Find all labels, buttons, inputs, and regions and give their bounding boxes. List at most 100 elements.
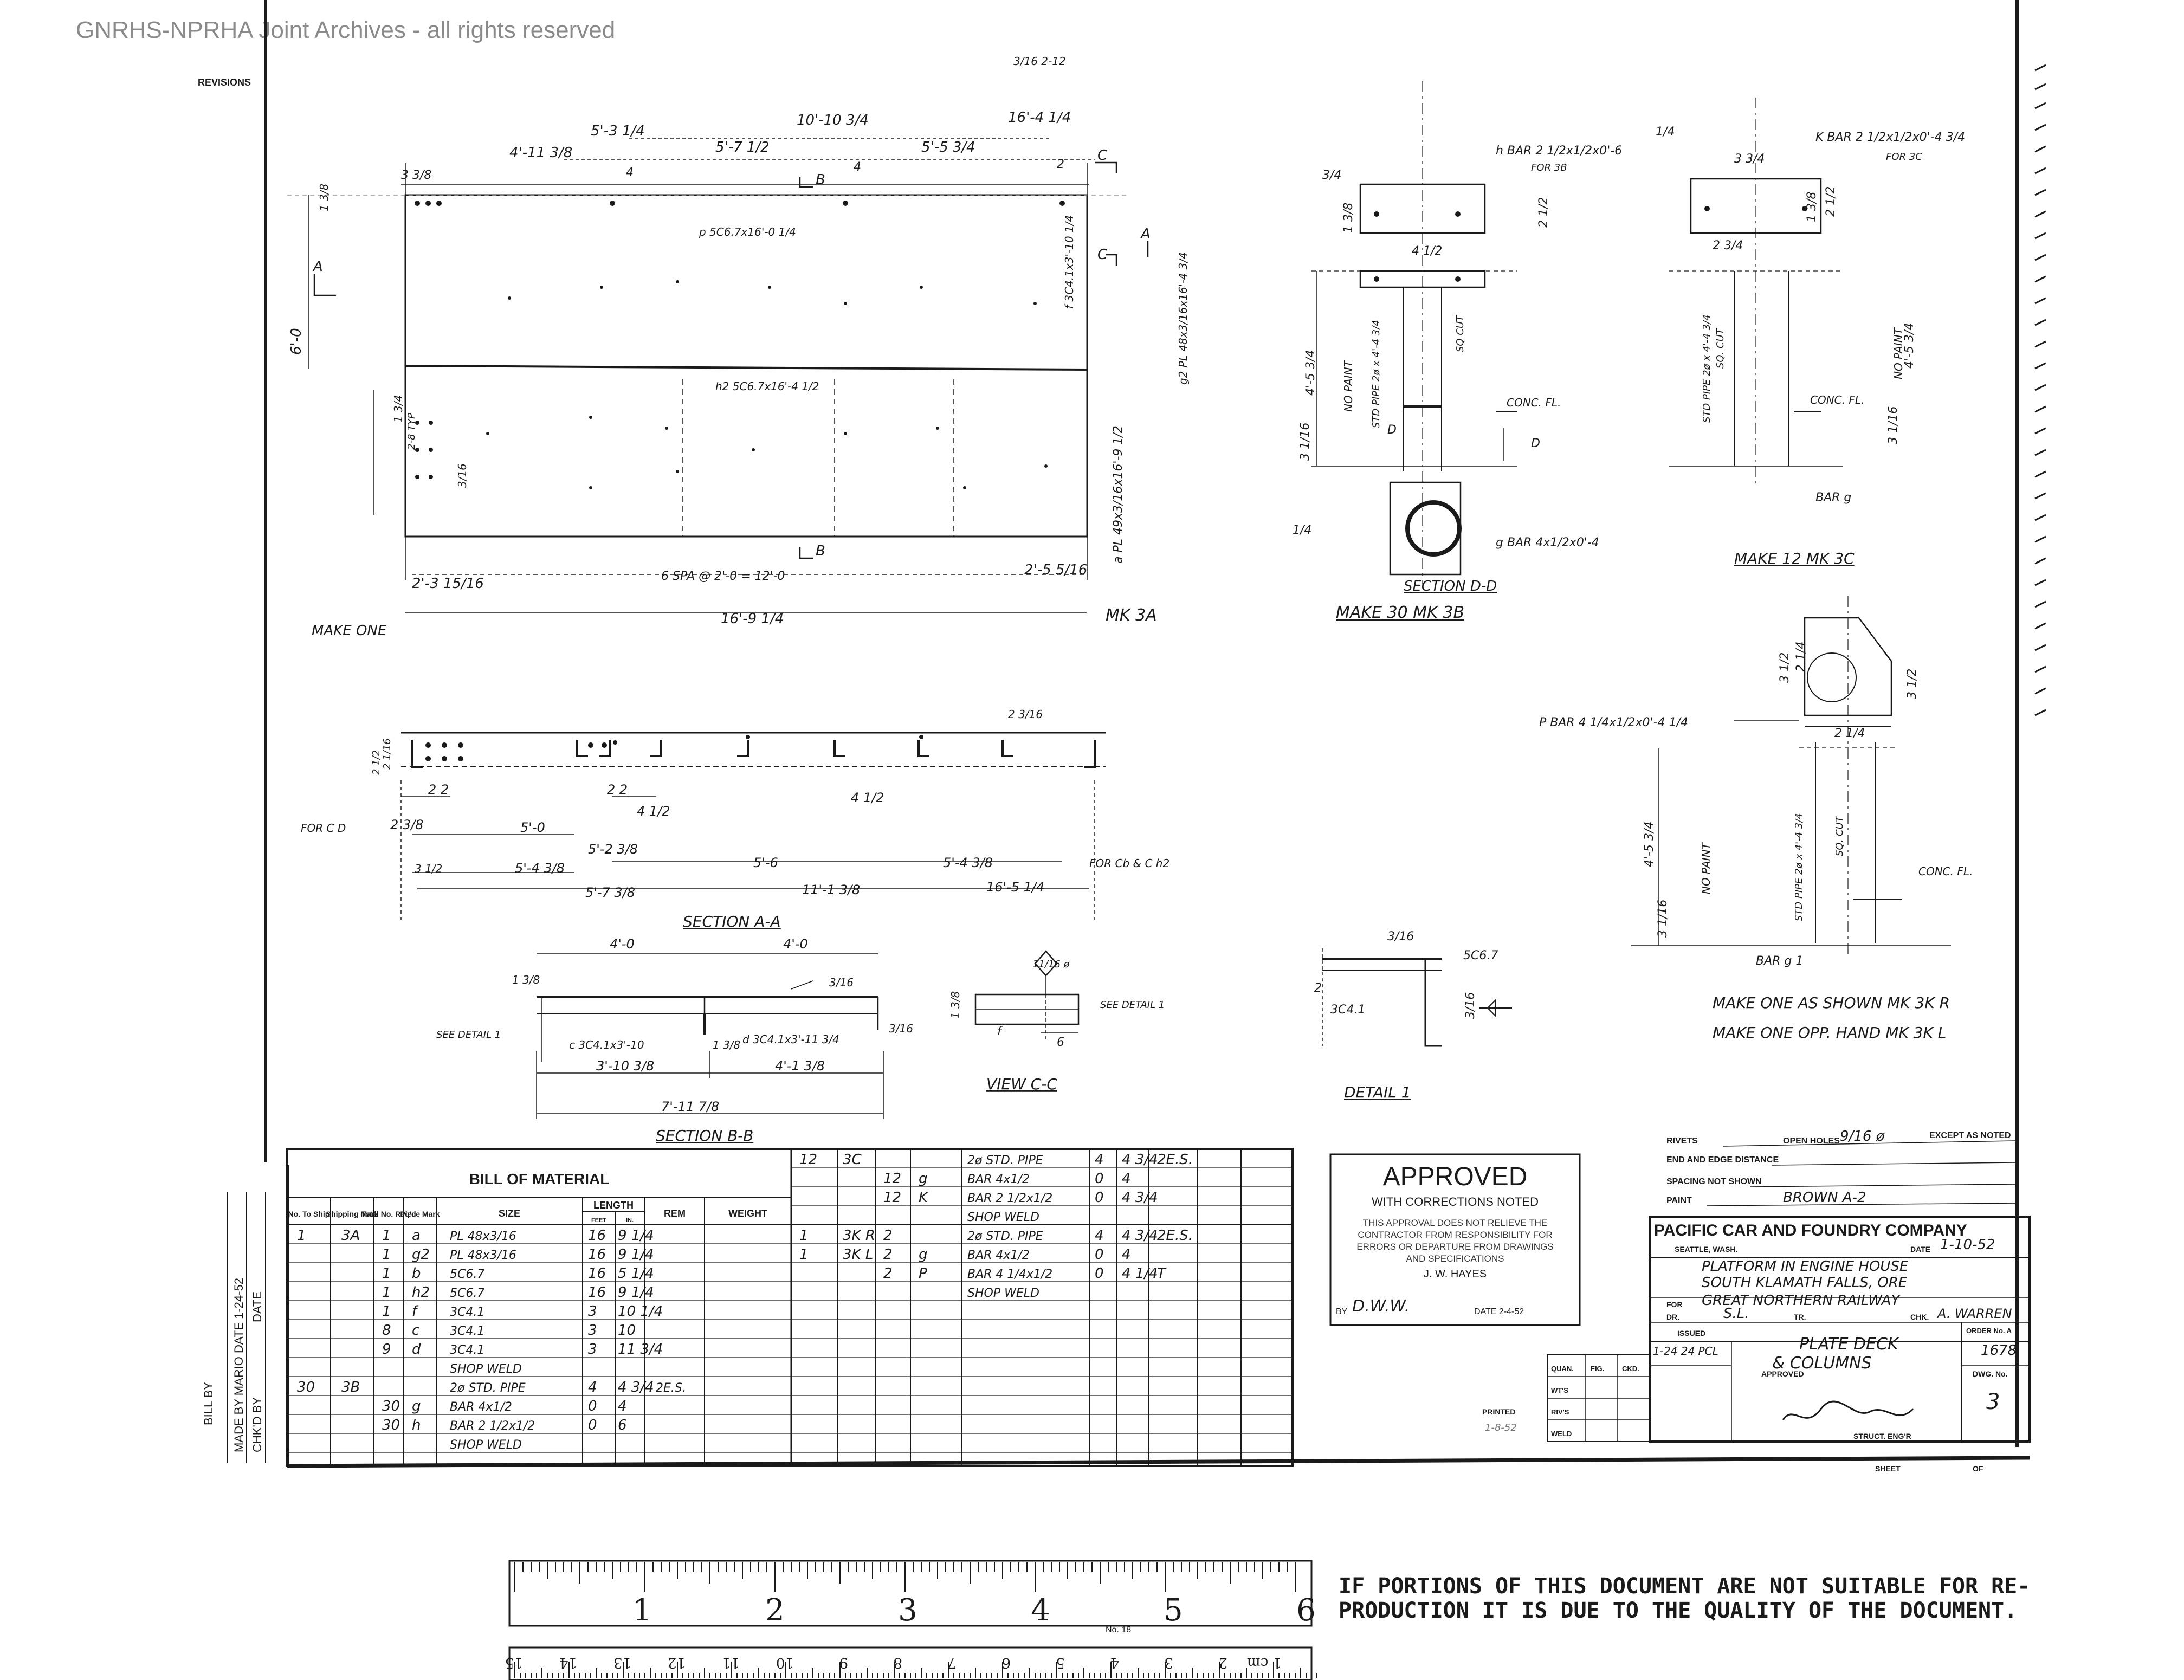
ruler-cm-10: 5 <box>1056 1655 1065 1671</box>
3c-make: MAKE 12 MK 3C <box>1734 550 1855 567</box>
3c-sq-cut: SQ. CUT <box>1715 327 1726 369</box>
tb-date: 1-10-52 <box>1940 1237 1995 1253</box>
dim-small-1: 4 <box>626 166 634 179</box>
bom-cell-9-2: 30 <box>382 1398 400 1414</box>
height-dim: 6'-0 <box>288 328 305 355</box>
tb-issued-val: 1-24 24 PCL <box>1653 1345 1718 1358</box>
cc-dim-1: 6 <box>1057 1036 1064 1049</box>
tb-date-label: DATE <box>1910 1245 1930 1253</box>
disclaimer-line-2: PRODUCTION IT IS DUE TO THE QUALITY OF T… <box>1339 1598 2017 1623</box>
aa-dim-1: 2 1/16 <box>382 738 393 770</box>
notes-paint-val: BROWN A-2 <box>1783 1190 1866 1206</box>
ruler-inch-2: 2 <box>765 1593 785 1628</box>
3k-dim-0: 3 1/2 <box>1778 652 1792 683</box>
aa-dim-8: 5'-4 3/8 <box>515 861 565 876</box>
bom-right-cell-4-6: 4 3/4 <box>1122 1227 1158 1244</box>
bom-cell-2-5: 16 <box>588 1265 606 1282</box>
bom-right-cell-6-5: 0 <box>1095 1265 1104 1282</box>
bom-right-cell-6-6: 4 1/4 <box>1122 1265 1158 1282</box>
bom-cell-6-3: d <box>412 1341 421 1358</box>
tb-line2: SOUTH KLAMATH FALLS, ORE <box>1702 1275 1908 1291</box>
watermark: GNRHS-NPRHA Joint Archives - all rights … <box>76 17 615 43</box>
3k-bar-p: P BAR 4 1/4x1/2x0'-4 1/4 <box>1539 716 1688 729</box>
dim-16-4: 16'-4 1/4 <box>1008 109 1071 126</box>
bom-cell-2-3: b <box>412 1265 421 1282</box>
bom-cell-9-6: 4 <box>618 1398 627 1414</box>
bom-cell-7-4: SHOP WELD <box>450 1362 522 1376</box>
bottom-dim-3: 16'-9 1/4 <box>721 611 784 627</box>
bom-right-cell-4-7: 2E.S. <box>1157 1227 1193 1244</box>
approved-body-3: AND SPECIFICATIONS <box>1406 1253 1504 1264</box>
detail-1-text: DETAIL 1 3/16 5C6.7 3C4.1 3/16 2 <box>1314 930 1498 1101</box>
ruler-cm-0: 15 <box>505 1655 523 1671</box>
bom-cell-11-4: SHOP WELD <box>450 1438 522 1452</box>
section-letter-c1: C <box>1097 147 1108 164</box>
bom-cell-0-5: 16 <box>588 1227 606 1244</box>
bb-d-label: d 3C4.1x3'-11 3/4 <box>742 1033 839 1046</box>
3c-dim-1: 2 3/4 <box>1713 239 1743 253</box>
tb-printed: PRINTED <box>1482 1407 1515 1416</box>
dim-5-7: 5'-7 1/2 <box>715 139 770 156</box>
approved-body-2: ERRORS OR DEPARTURE FROM DRAWINGS <box>1356 1242 1553 1252</box>
f-label: f 3C4.1x3'-10 1/4 <box>1063 215 1076 309</box>
approved-body-0: THIS APPROVAL DOES NOT RELIEVE THE <box>1363 1218 1547 1228</box>
bom-cell-6-2: 9 <box>382 1341 391 1358</box>
detail-1-lbl-3: 3/16 <box>1464 992 1477 1019</box>
bom-cell-4-4: 3C4.1 <box>450 1306 484 1319</box>
section-aa-title: SECTION A-A <box>683 913 781 931</box>
bom-right-cell-0-0: 12 <box>799 1152 817 1168</box>
disclaimer-line-1: IF PORTIONS OF THIS DOCUMENT ARE NOT SUI… <box>1339 1574 2030 1599</box>
bom-right-cell-2-6: 4 3/4 <box>1122 1190 1158 1206</box>
bom-title: BILL OF MATERIAL <box>469 1171 610 1187</box>
ruler-cm-14: 1 cm <box>1247 1655 1282 1671</box>
bom-cell-2-2: 1 <box>382 1265 391 1282</box>
bom-cell-5-5: 3 <box>588 1322 597 1339</box>
bom-cell-1-2: 1 <box>382 1246 391 1263</box>
tb-title1: PLATE DECK <box>1799 1335 1899 1354</box>
bom-cell-3-2: 1 <box>382 1284 391 1301</box>
tb-order: 1678 <box>1981 1342 2017 1359</box>
bom-cell-9-5: 0 <box>588 1398 597 1414</box>
detail-1-lbl-0: 3/16 <box>1387 930 1414 944</box>
bom-right-cell-4-4: 2ø STD. PIPE <box>967 1230 1043 1243</box>
dim-5-3: 5'-3 1/4 <box>591 123 645 139</box>
3k-dim-3: 3 1/2 <box>1905 669 1919 699</box>
bom-cell-10-2: 30 <box>382 1417 400 1433</box>
left-dim-2: 2-8 TYP <box>406 413 417 450</box>
3k-dim-1: 2 1/4 <box>1794 642 1808 672</box>
bb-dim-5: 1 3/8 <box>512 973 540 986</box>
a-label: a PL 49x3/16x16'-9 1/2 <box>1112 425 1125 564</box>
notes-open-holes: OPEN HOLES <box>1783 1136 1840 1146</box>
3c-conc: CONC. FL. <box>1810 393 1864 406</box>
ruler-cm-5: 10 <box>776 1655 794 1671</box>
bom-grid <box>286 1148 1294 1467</box>
ruler-cm-11: 4 <box>1110 1655 1119 1671</box>
weld-top: 3/16 2-12 <box>1013 55 1066 68</box>
bom-rem-3b: 2E.S. <box>656 1381 686 1395</box>
bom-right-cell-4-5: 4 <box>1095 1227 1104 1244</box>
detail-1-lbl-1: 5C6.7 <box>1463 949 1498 962</box>
3b-dim-0: 4 1/2 <box>1412 244 1442 258</box>
plate-label-h: h2 5C6.7x16'-4 1/2 <box>715 380 819 393</box>
3k-bar-g: BAR g 1 <box>1756 954 1803 968</box>
bom-h-total: Total No. Req'd <box>361 1210 416 1218</box>
bom-cell-1-4: PL 48x3/16 <box>450 1249 516 1262</box>
bom-cell-6-5: 3 <box>588 1341 597 1358</box>
notes-paint: PAINT <box>1666 1196 1692 1205</box>
dim-small-2: 4 <box>854 160 861 174</box>
bom-right-cell-1-4: BAR 4x1/2 <box>967 1173 1030 1186</box>
bom-right-cell-5-1: 3K L <box>843 1246 873 1263</box>
approved-by-sig: D.W.W. <box>1352 1297 1410 1316</box>
side-chkd-by: CHK'D BY <box>250 1397 264 1452</box>
bom-cell-5-3: c <box>412 1322 419 1339</box>
tb-of: OF <box>1973 1464 1983 1473</box>
section-bb-text: SECTION B-B 4'-0 4'-0 3'-10 3/8 4'-1 3/8… <box>436 936 913 1145</box>
ruler-ticks <box>514 1562 1317 1678</box>
3b-dim-3: 3/4 <box>1322 169 1341 182</box>
left-dim-1: 1 3/4 <box>392 395 405 423</box>
bom-h-mark: Shipping Mark <box>326 1210 379 1218</box>
bom-cell-2-4: 5C6.7 <box>450 1268 484 1281</box>
bom-h-ship: No. To Ship <box>288 1210 330 1218</box>
